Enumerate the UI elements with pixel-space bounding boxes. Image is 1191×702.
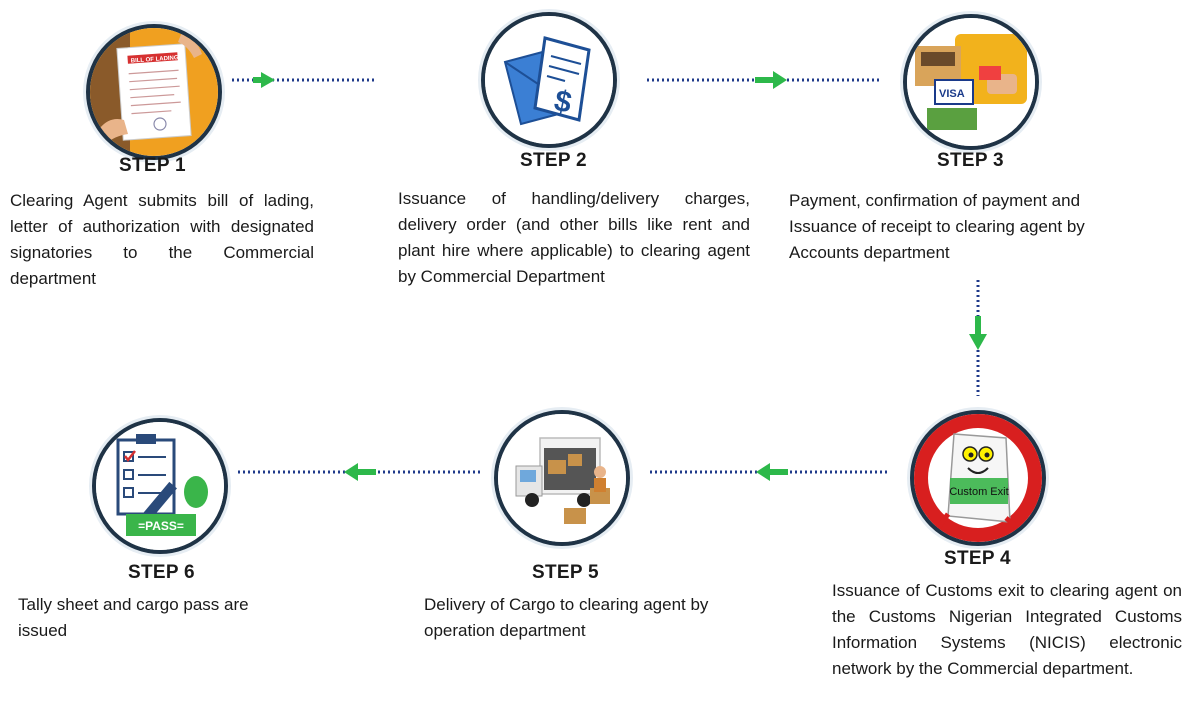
- svg-text:VISA: VISA: [939, 88, 965, 100]
- arrow-step5-to-step6: [238, 463, 482, 481]
- step-5-title: STEP 5: [532, 562, 599, 583]
- step-6-title: STEP 6: [128, 562, 195, 583]
- tally-sheet-pass-icon: =PASS=: [92, 418, 228, 554]
- step-4-title: STEP 4: [944, 548, 1011, 569]
- bill-of-lading-icon: BILL OF LADING: [86, 24, 222, 160]
- step-2-title: STEP 2: [520, 150, 587, 171]
- step-1-description: Clearing Agent submits bill of lading, l…: [10, 191, 314, 288]
- step-5-description: Delivery of Cargo to clearing agent by o…: [424, 595, 709, 640]
- arrow-step2-to-step3: [647, 71, 881, 89]
- step-1-title: STEP 1: [119, 155, 186, 176]
- payment-icon: VISA: [903, 14, 1039, 150]
- invoice-envelope-icon: $: [481, 12, 617, 148]
- step-6-description: Tally sheet and cargo pass are issued: [18, 595, 249, 640]
- custom-exit-icon: Custom Exit: [910, 410, 1046, 546]
- arrow-step1-to-step2: [232, 72, 374, 88]
- svg-text:=PASS=: =PASS=: [138, 519, 184, 533]
- step-3-title: STEP 3: [937, 150, 1004, 171]
- step-4-description: Issuance of Customs exit to clearing age…: [832, 581, 1182, 678]
- svg-text:BILL OF LADING: BILL OF LADING: [131, 55, 180, 64]
- svg-text:$: $: [551, 84, 574, 120]
- step-3-description: Payment, confirmation of payment and Iss…: [789, 191, 1085, 262]
- delivery-truck-icon: [494, 410, 630, 546]
- svg-text:Custom Exit: Custom Exit: [949, 486, 1008, 498]
- arrow-step4-to-step5: [650, 463, 890, 481]
- arrow-step3-to-step4: [969, 280, 987, 396]
- step-2-description: Issuance of handling/delivery charges, d…: [398, 189, 750, 286]
